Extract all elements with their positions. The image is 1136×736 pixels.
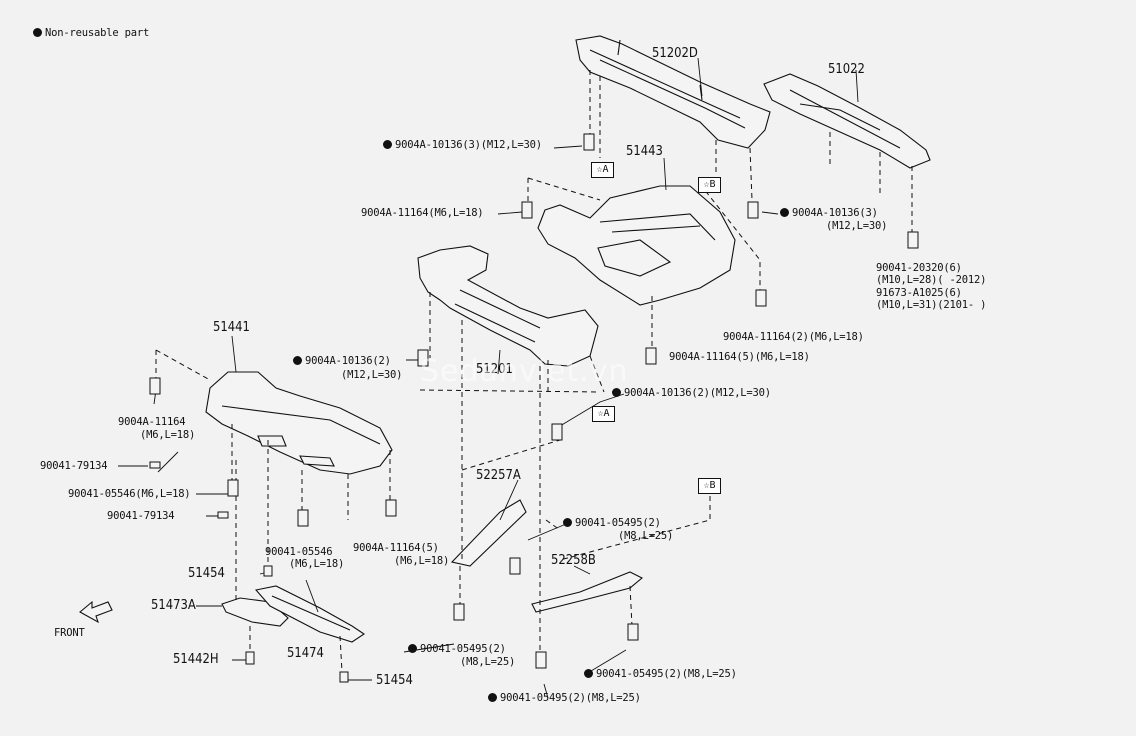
bolt-label-4b: (M10,L=28)( -2012) [876,274,987,286]
bolt-label-17[interactable]: 90041-05495(2)(M8,L=25) [584,668,737,680]
ref-box-b-mid: ☆B [698,478,721,494]
part-51473a[interactable]: 51473A [151,597,196,613]
bolt-label-2-spec: (M12,L=30) [826,220,888,232]
bolt-label-11[interactable]: 90041-05546(M6,L=18) [68,488,191,500]
filled-dot-icon [780,208,789,217]
part-51474-drawing [254,585,365,643]
part-52257a[interactable]: 52257A [476,467,521,483]
bolt-label-9[interactable]: 9004A-11164 [118,416,186,428]
bolt-label-9-spec: (M6,L=18) [140,429,196,441]
bolt-label-4a[interactable]: 90041-20320(6) [876,262,962,274]
part-51442h[interactable]: 51442H [173,651,219,667]
part-52258b-drawing [531,571,643,613]
bolt-label-16-spec: (M8,L=25) [460,656,516,668]
part-51474[interactable]: 51474 [287,645,324,661]
part-51022-drawing [763,73,931,169]
front-label: FRONT [54,627,85,639]
bolt-icons [149,133,919,683]
part-51202d-drawing [575,35,771,149]
bolt-label-13[interactable]: 90041-05546 [265,546,333,558]
part-51443-drawing [537,185,736,306]
part-51454-lower[interactable]: 51454 [376,672,413,688]
part-51441[interactable]: 51441 [213,319,250,335]
part-51443[interactable]: 51443 [626,143,663,159]
bolt-label-14[interactable]: 9004A-11164(5) [353,542,439,554]
part-51202d[interactable]: 51202D [652,45,698,61]
part-51022[interactable]: 51022 [828,61,865,77]
bolt-label-8[interactable]: 9004A-10136(2)(M12,L=30) [612,387,771,399]
part-51201-drawing [417,245,599,367]
ref-box-a-top: ☆A [591,162,614,178]
bolt-label-5[interactable]: 9004A-11164(2)(M6,L=18) [723,331,864,343]
bolt-label-13-spec: (M6,L=18) [289,558,345,570]
bolt-label-15[interactable]: 90041-05495(2) [563,517,661,529]
bolt-label-4c[interactable]: 91673-A1025(6) [876,287,962,299]
filled-dot-icon [408,644,417,653]
bolt-label-18[interactable]: 90041-05495(2)(M8,L=25) [488,692,641,704]
filled-dot-icon [563,518,572,527]
bolt-label-12[interactable]: 90041-79134 [107,510,175,522]
bolt-label-14-spec: (M6,L=18) [394,555,450,567]
bolt-label-4d: (M10,L=31)(2101- ) [876,299,987,311]
ref-box-b-top: ☆B [698,177,721,193]
part-52257a-drawing [450,499,527,567]
bolt-label-10[interactable]: 90041-79134 [40,460,108,472]
bolt-label-15-spec: (M8,L=25) [618,530,674,542]
part-52258b[interactable]: 52258B [551,552,596,568]
part-51454-upper[interactable]: 51454 [188,565,225,581]
bolt-label-2[interactable]: 9004A-10136(3) [780,207,878,219]
watermark: Sedanviet.vn [420,354,629,389]
bolt-label-6[interactable]: 9004A-10136(2) [293,355,391,367]
ref-box-a-mid: ☆A [592,406,615,422]
bolt-label-7[interactable]: 9004A-11164(5)(M6,L=18) [669,351,810,363]
filled-dot-icon [612,388,621,397]
bolt-label-16[interactable]: 90041-05495(2) [408,643,506,655]
filled-dot-icon [293,356,302,365]
bolt-label-1[interactable]: 9004A-10136(3)(M12,L=30) [383,139,542,151]
front-arrow [79,600,113,624]
filled-dot-icon [383,140,392,149]
part-51201[interactable]: 51201 [476,361,513,377]
filled-dot-icon [584,669,593,678]
bolt-label-6-spec: (M12,L=30) [341,369,403,381]
filled-dot-icon [488,693,497,702]
bolt-label-3[interactable]: 9004A-11164(M6,L=18) [361,207,484,219]
legend-non-reusable: Non-reusable part [33,27,149,39]
part-51441-drawing [205,371,393,475]
filled-dot-icon [33,28,42,37]
